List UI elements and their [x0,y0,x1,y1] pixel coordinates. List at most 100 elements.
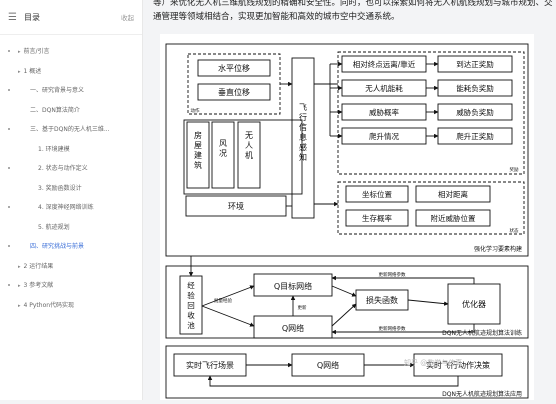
list-icon: ☰ [8,11,17,23]
toc-item[interactable]: ▸2 运行结果 [0,261,142,270]
label-state: 生存概率 [362,213,392,223]
state-group [337,181,525,235]
label-vertical: 垂直位移 [218,87,250,97]
env-group [183,119,303,195]
toc-item[interactable]: 1. 环境建模 [0,144,142,153]
toc-item[interactable]: 5. 航迹规划 [0,222,142,231]
label-reward-group: 奖励 [510,166,519,173]
toc-item[interactable]: ▸3 参考文献 [0,280,142,289]
apply-frame [165,345,529,399]
toc-item-label: 二、DQN算法简介 [30,106,80,114]
toc-item-label: 2 运行结果 [23,262,54,270]
toc-item[interactable]: 四、研究挑战与前景 [0,241,142,250]
label-update-bottom: 更新网络参数 [379,325,406,332]
toc-header: ☰ 目录 收起 [0,0,142,35]
box-wind [211,121,235,189]
caret-icon: ▸ [18,49,21,55]
reward-group [337,51,525,175]
label-reward: 爬升正奖励 [456,131,494,141]
article-area: 等）来优化无人机三维航线规划的精确和安全性。同时，也可以探索如何将无人机航线规划… [143,0,556,400]
label-wind: 况 [219,149,227,158]
toc-item[interactable]: ▸1 概述 [0,66,142,75]
toc-item-label: 1. 环境建模 [38,145,70,153]
label-flight-info: 感 [299,142,307,152]
label-reward-condition: 相对终点远离/靠近 [353,59,416,69]
label-drone: 无 [245,131,253,140]
label-state: 相对距离 [438,189,468,199]
toc-item[interactable]: 2. 状态与动作定义 [0,163,142,172]
toc-marker [8,167,10,169]
caret-icon: ▸ [18,68,21,75]
label-target-net: Q目标网络 [274,281,312,291]
caption-train: DQN无人机航迹规划算法训练 [442,329,522,337]
label-reward: 威胁负奖励 [456,107,494,117]
label-realtime-decision: 实时飞行动作决策 [426,360,490,370]
caret-icon: ▸ [18,263,21,270]
caret-icon: ▸ [18,302,21,309]
toc-item-label: 5. 航迹规划 [38,223,70,231]
toc-item-label: 4 Python代码实现 [23,301,75,309]
toc-sidebar: ☰ 目录 收起 ▸前言/引言▸1 概述一、研究背景与意义二、DQN算法简介三、基… [0,0,143,400]
label-state: 坐标位置 [362,189,392,199]
toc-marker [8,50,10,52]
toc-item-label: 3. 奖励函数设计 [38,184,82,192]
toc-item[interactable]: ▸前言/引言 [0,46,142,55]
label-reward-condition: 无人机能耗 [365,83,403,93]
article-paragraph: 等）来优化无人机三维航线规划的精确和安全性。同时，也可以探索如何将无人机航线规划… [153,0,553,22]
box-drone [237,121,261,189]
label-experience: 池 [187,320,195,330]
train-frame [165,265,529,339]
label-update-top: 更新网络参数 [379,271,406,278]
toc-item[interactable]: 三、基于DQN的无人机三维... [0,124,142,133]
label-horizontal: 水平位移 [218,63,250,73]
label-building: 筑 [194,160,202,170]
toc-item-label: 2. 状态与动作定义 [38,165,88,172]
label-realtime-scene: 实时飞行场景 [186,360,234,370]
toc-marker [8,128,10,130]
toc-item-label: 一、研究背景与意义 [30,87,85,94]
rl-frame [165,43,529,257]
box-vertical [197,83,271,101]
label-drone: 机 [245,150,253,160]
label-experience: 经 [187,280,195,290]
toc-item[interactable]: 3. 奖励函数设计 [0,183,142,192]
label-experience: 收 [187,310,195,320]
label-q-net2: Q网络 [317,360,339,370]
diagram-canvas: 水平位移垂直位移动作房屋建筑风况无人机环境飞行信息感知相对终点远离/靠近无人机能… [165,43,529,399]
caret-icon: ▸ [18,283,21,289]
label-action: 动作 [191,107,200,114]
label-flight-info: 息 [299,132,307,142]
label-q-net: Q网络 [282,323,304,333]
label-building: 房 [194,130,202,140]
toc-item[interactable]: 一、研究背景与意义 [0,85,142,94]
toc-item[interactable]: 4. 深度神经网络训练 [0,202,142,211]
label-environment: 环境 [228,201,244,211]
toc-item-label: 三、基于DQN的无人机三维... [30,126,110,133]
toc-item-label: 4. 深度神经网络训练 [38,204,94,211]
caption-rl: 强化学习要素构建 [474,245,522,253]
label-batch: 批量经验 [214,297,232,304]
label-reward: 到达正奖励 [456,59,494,69]
toc-item[interactable]: ▸4 Python代码实现 [0,300,142,309]
toc-item[interactable]: 二、DQN算法简介 [0,105,142,114]
label-drone: 人 [245,141,253,150]
toc-marker [8,284,10,286]
toc-item-label: 前言/引言 [23,48,50,55]
label-flight-info: 飞 [299,103,307,112]
label-flight-info: 信 [299,122,307,132]
collapse-button[interactable]: 收起 [121,14,134,22]
label-state: 附近威胁位置 [431,213,476,223]
label-wind: 风 [219,139,227,148]
label-reward-condition: 爬升情况 [369,131,399,141]
caption-apply: DQN无人机航迹规划算法应用 [442,390,522,398]
box-flight-info [291,57,315,219]
box-horizontal [197,59,271,77]
label-optimizer: 优化器 [462,299,486,309]
label-loss: 损失函数 [366,295,398,305]
label-flight-info: 行 [299,112,307,122]
toc-title: 目录 [24,12,40,22]
toc-marker [8,89,10,91]
label-update: 更新 [298,304,307,311]
flow-diagram: 水平位移垂直位移动作房屋建筑风况无人机环境飞行信息感知相对终点远离/靠近无人机能… [160,34,534,400]
label-reward: 能耗负奖励 [456,83,494,93]
